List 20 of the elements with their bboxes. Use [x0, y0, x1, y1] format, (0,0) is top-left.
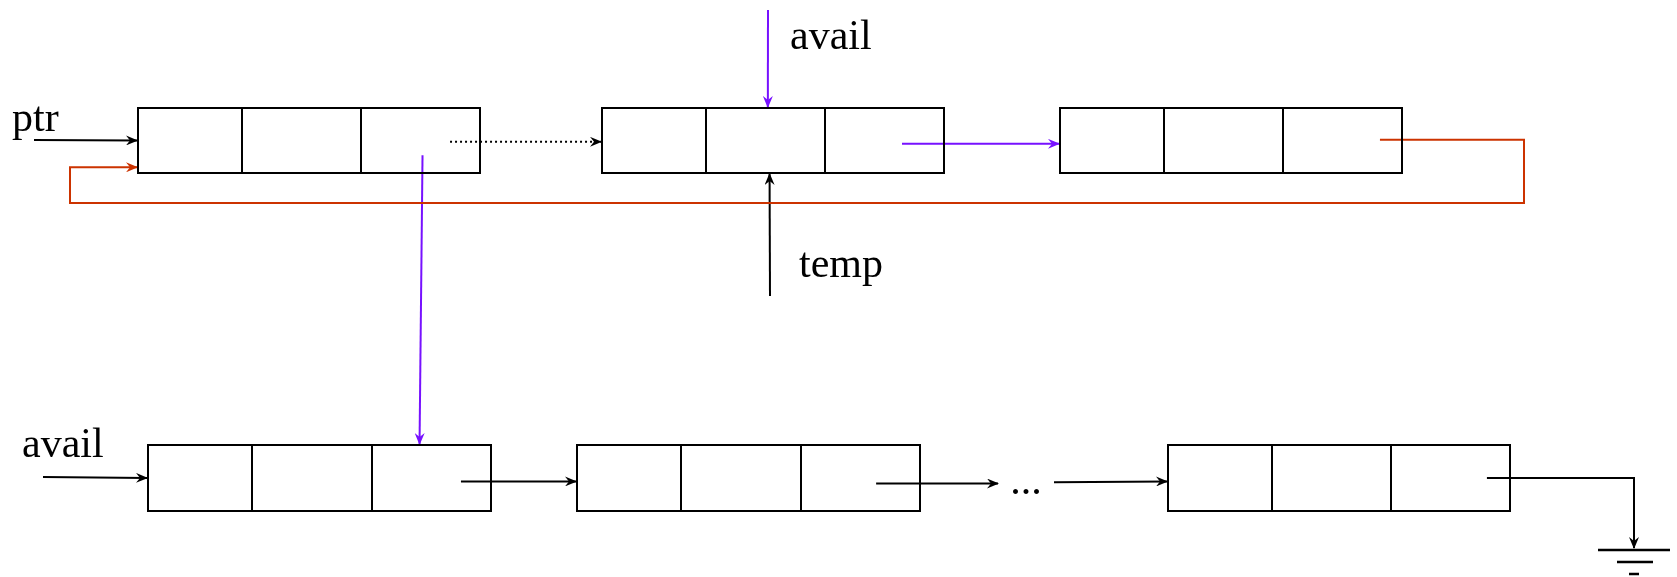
arrow [1053, 476, 1168, 487]
arrow [42, 472, 148, 483]
list-node-record [1059, 107, 1403, 174]
arrow [33, 135, 138, 146]
ellipsis-text: ... [998, 458, 1054, 502]
arrow [762, 9, 773, 108]
arrow [69, 138, 1525, 204]
list-node-record [137, 107, 481, 174]
list-node-record [1167, 444, 1511, 512]
list-node-record [576, 444, 921, 512]
arrow [901, 138, 1060, 149]
ground-symbol [1598, 548, 1670, 577]
list-node-record [147, 444, 492, 512]
arrow [414, 154, 425, 445]
arrow [875, 478, 999, 489]
arrow [1485, 477, 1639, 549]
arrow [764, 173, 775, 297]
arrow [459, 476, 577, 487]
list-node-record [601, 107, 945, 174]
arrow [449, 136, 602, 147]
